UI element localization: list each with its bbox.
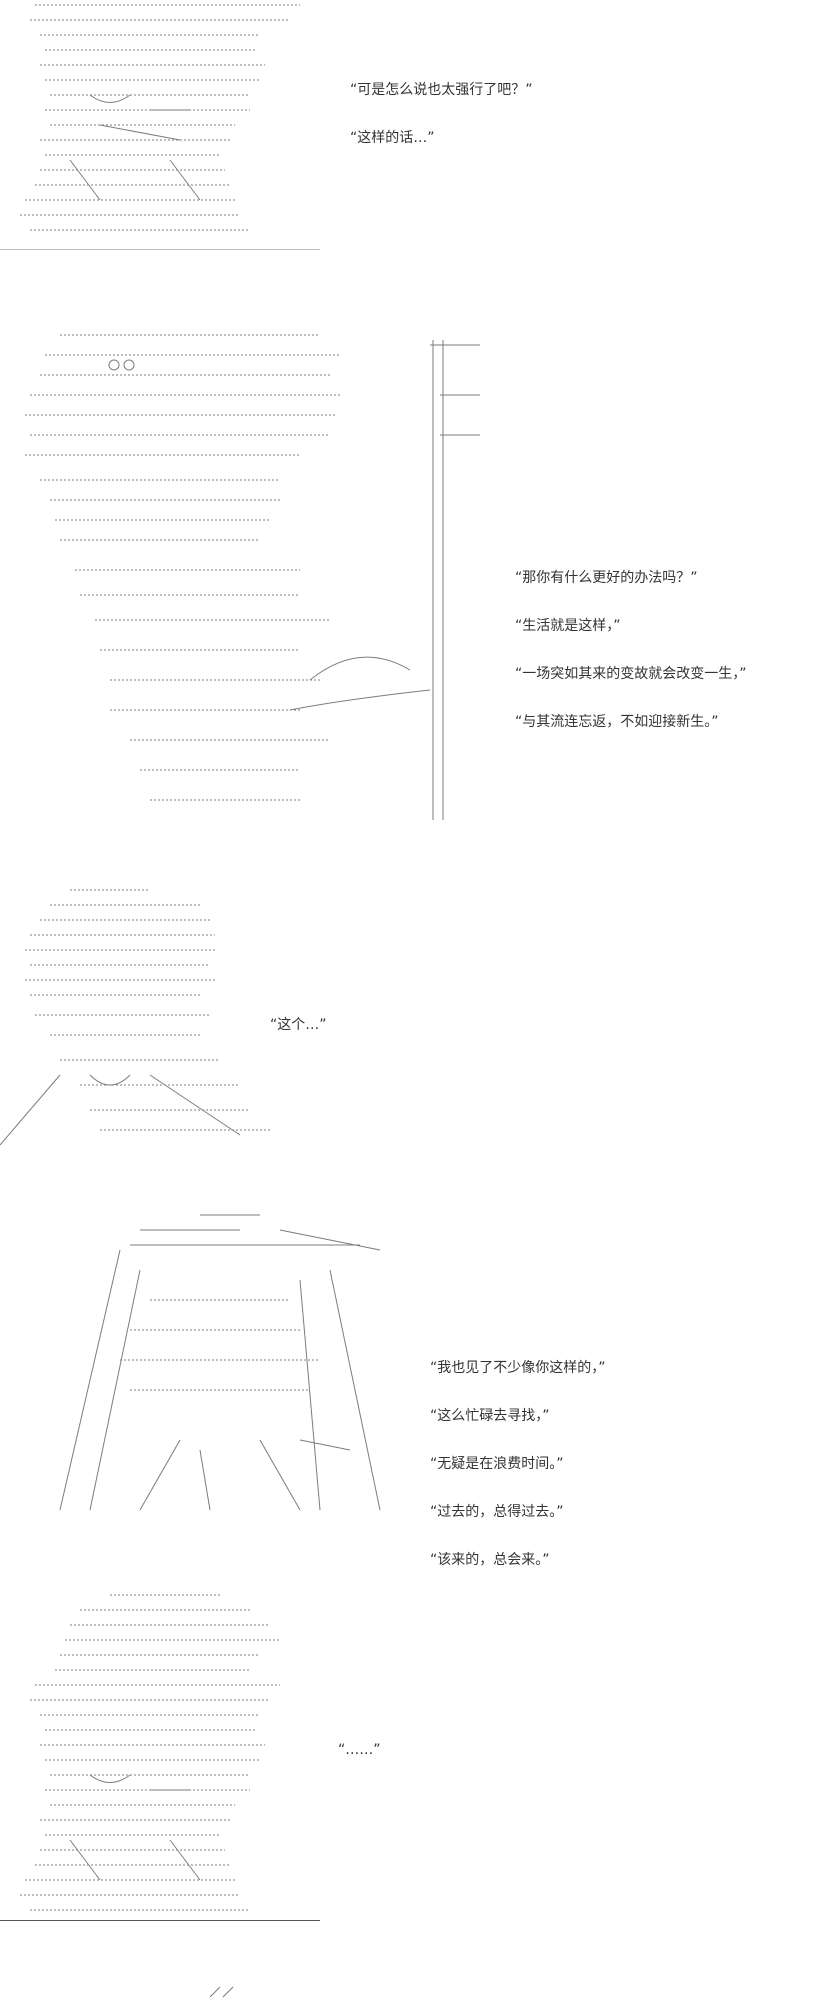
panel-4: “我也见了不少像你这样的，” “这么忙碌去寻找，” “无疑是在浪费时间。” “过…	[0, 1210, 836, 1568]
dialogue-line: “与其流连忘返，不如迎接新生。”	[515, 714, 719, 730]
panel-divider	[0, 1920, 320, 1921]
dialogue-box-3: “这个…”	[270, 985, 327, 1065]
ascii-art-partial	[0, 1985, 320, 2000]
panel-6-partial	[0, 1985, 836, 2000]
dialogue-line: “这个…”	[270, 1017, 327, 1033]
dialogue-box-1: “可是怎么说也太强行了吧？” “这样的话…”	[350, 50, 533, 178]
ascii-art-character-4	[0, 1210, 400, 1540]
dialogue-line: “过去的，总得过去。”	[430, 1504, 564, 1520]
panel-5: “……”	[0, 1590, 836, 1930]
panel-3: “这个…”	[0, 875, 836, 1155]
dialogue-box-5: “……”	[338, 1710, 381, 1790]
dialogue-line: “……”	[338, 1742, 381, 1758]
dialogue-line: “可是怎么说也太强行了吧？”	[350, 82, 533, 98]
ascii-art-character-2	[0, 320, 500, 830]
dialogue-line: “一场突如其来的变故就会改变一生，”	[515, 666, 747, 682]
dialogue-box-4: “我也见了不少像你这样的，” “这么忙碌去寻找，” “无疑是在浪费时间。” “过…	[430, 1328, 606, 1600]
ascii-art-character-5	[0, 1590, 320, 1930]
dialogue-line: “该来的，总会来。”	[430, 1552, 550, 1568]
dialogue-line: “这么忙碌去寻找，”	[430, 1408, 550, 1424]
panel-1: “可是怎么说也太强行了吧？” “这样的话…”	[0, 0, 836, 250]
ascii-art-character-1	[0, 0, 320, 250]
dialogue-line: “我也见了不少像你这样的，”	[430, 1360, 606, 1376]
panel-2: “那你有什么更好的办法吗？” “生活就是这样，” “一场突如其来的变故就会改变一…	[0, 320, 836, 830]
dialogue-line: “无疑是在浪费时间。”	[430, 1456, 564, 1472]
dialogue-box-2: “那你有什么更好的办法吗？” “生活就是这样，” “一场突如其来的变故就会改变一…	[515, 538, 747, 762]
dialogue-line: “生活就是这样，”	[515, 618, 621, 634]
dialogue-line: “那你有什么更好的办法吗？”	[515, 570, 698, 586]
dialogue-line: “这样的话…”	[350, 130, 435, 146]
ascii-art-character-3	[0, 875, 300, 1155]
